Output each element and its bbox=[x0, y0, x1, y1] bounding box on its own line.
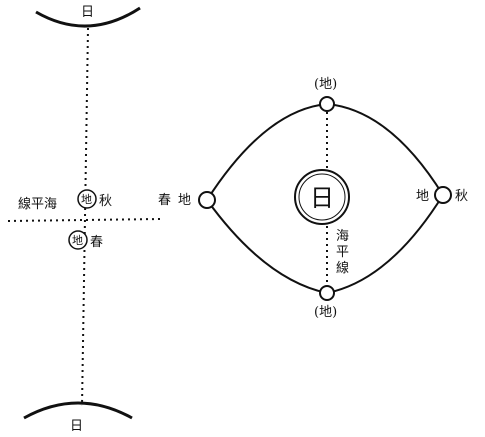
right-bottom-earth-label: (地) bbox=[314, 305, 337, 320]
left-horizon-line bbox=[7, 218, 161, 222]
right-left-earth-label: 地 bbox=[178, 193, 191, 208]
left-bottom-sun-label: 日 bbox=[70, 419, 83, 434]
right-top-earth-label: (地) bbox=[314, 77, 337, 92]
right-spring-label: 春 bbox=[158, 193, 171, 208]
right-horizon-char-3: 線 bbox=[336, 260, 349, 276]
left-autumn-earth-label: 地 bbox=[81, 193, 92, 206]
left-top-sun-label: 日 bbox=[81, 5, 94, 20]
left-vertical-axis bbox=[81, 27, 89, 407]
left-horizon-label: 線平海 bbox=[18, 196, 57, 212]
right-autumn-label: 秋 bbox=[455, 189, 468, 204]
right-sun-inner bbox=[298, 173, 346, 221]
left-diagram: 日 線平海 地 秋 地 春 日 bbox=[7, 5, 161, 434]
right-right-earth-label: 地 bbox=[416, 189, 429, 204]
right-left-earth bbox=[198, 191, 216, 209]
right-horizon-char-2: 平 bbox=[336, 245, 349, 260]
right-sun-label: 日 bbox=[310, 184, 334, 212]
right-diagram: 日 (地) (地) 春 地 地 秋 海 平 線 bbox=[158, 77, 468, 320]
right-right-earth bbox=[434, 186, 452, 204]
left-autumn-earth bbox=[77, 189, 97, 209]
right-bottom-earth bbox=[319, 285, 335, 301]
right-horizon-char-1: 海 bbox=[336, 229, 349, 244]
left-bottom-sun-arc bbox=[23, 401, 133, 420]
left-spring-earth bbox=[68, 230, 88, 250]
left-spring-label: 春 bbox=[90, 235, 103, 250]
right-top-earth bbox=[319, 96, 335, 112]
left-autumn-label: 秋 bbox=[99, 194, 112, 209]
left-top-sun-arc bbox=[35, 6, 141, 28]
left-spring-earth-label: 地 bbox=[72, 234, 83, 247]
